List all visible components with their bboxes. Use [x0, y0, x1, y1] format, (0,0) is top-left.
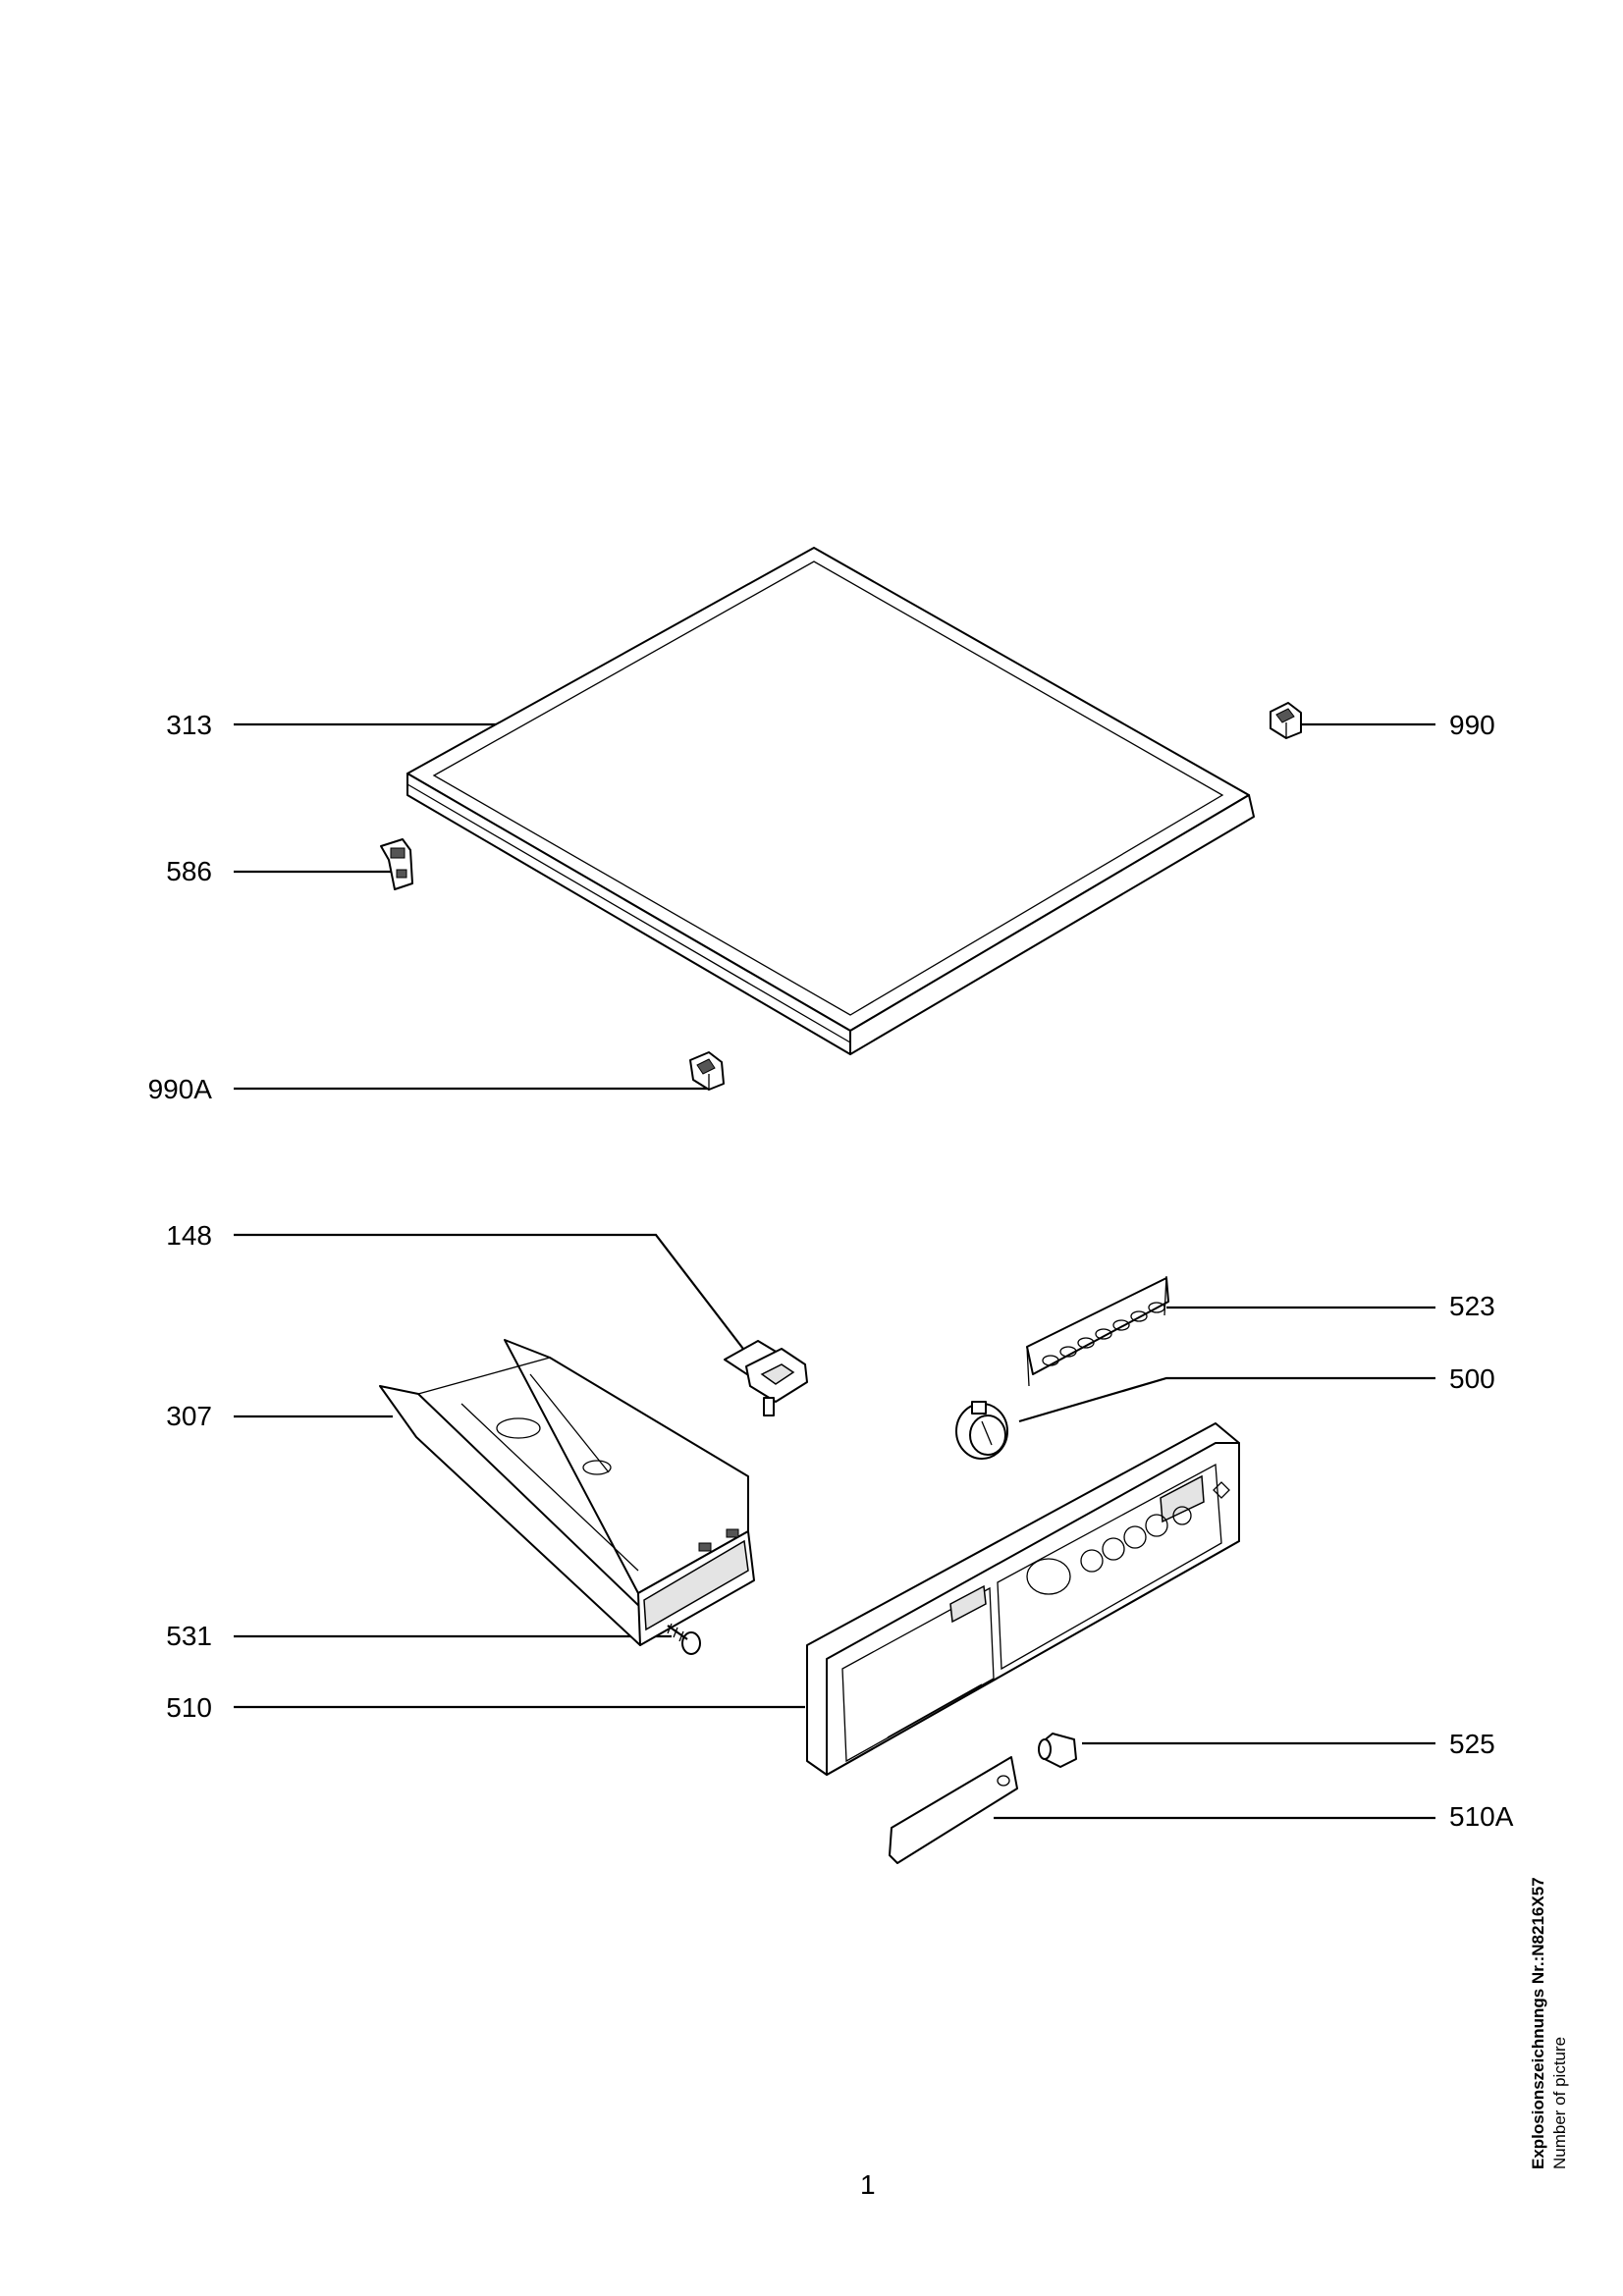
part-586-clip — [380, 838, 413, 890]
label-307: 307 — [166, 1401, 212, 1431]
part-510a-panel-insert — [889, 1756, 1018, 1864]
label-990a: 990A — [148, 1074, 213, 1104]
label-313: 313 — [166, 710, 212, 740]
drawing-number-subtitle: Number of picture — [1550, 2036, 1569, 2169]
label-148: 148 — [166, 1220, 212, 1251]
part-313-top-cover — [406, 547, 1255, 1055]
drawing-number-title: Explosionszeichnungs Nr.:N8216X57 — [1529, 1877, 1547, 2169]
part-525-button-pin — [1038, 1733, 1077, 1768]
leader-lines — [234, 722, 1435, 1820]
part-990-bracket — [1270, 702, 1302, 739]
label-523: 523 — [1449, 1291, 1495, 1321]
drawing-caption: Explosionszeichnungs Nr.:N8216X57 Number… — [1528, 1877, 1569, 2170]
label-586: 586 — [166, 856, 212, 886]
part-148-holder — [724, 1340, 808, 1416]
part-990a-bracket — [689, 1051, 725, 1091]
label-500: 500 — [1449, 1363, 1495, 1394]
part-307-dispenser-drawer — [379, 1339, 755, 1646]
label-510: 510 — [166, 1692, 212, 1723]
part-500-knob — [955, 1401, 1008, 1460]
label-525: 525 — [1449, 1729, 1495, 1759]
page-number: 1 — [860, 2169, 876, 2200]
part-510-control-panel — [806, 1422, 1240, 1776]
label-531: 531 — [166, 1621, 212, 1651]
leader-148 — [234, 1233, 747, 1354]
label-510a: 510A — [1449, 1801, 1514, 1832]
part-531-screw — [667, 1623, 701, 1655]
label-990: 990 — [1449, 710, 1495, 740]
leader-500 — [1018, 1376, 1435, 1423]
part-523-indicator-strip — [1026, 1275, 1169, 1387]
